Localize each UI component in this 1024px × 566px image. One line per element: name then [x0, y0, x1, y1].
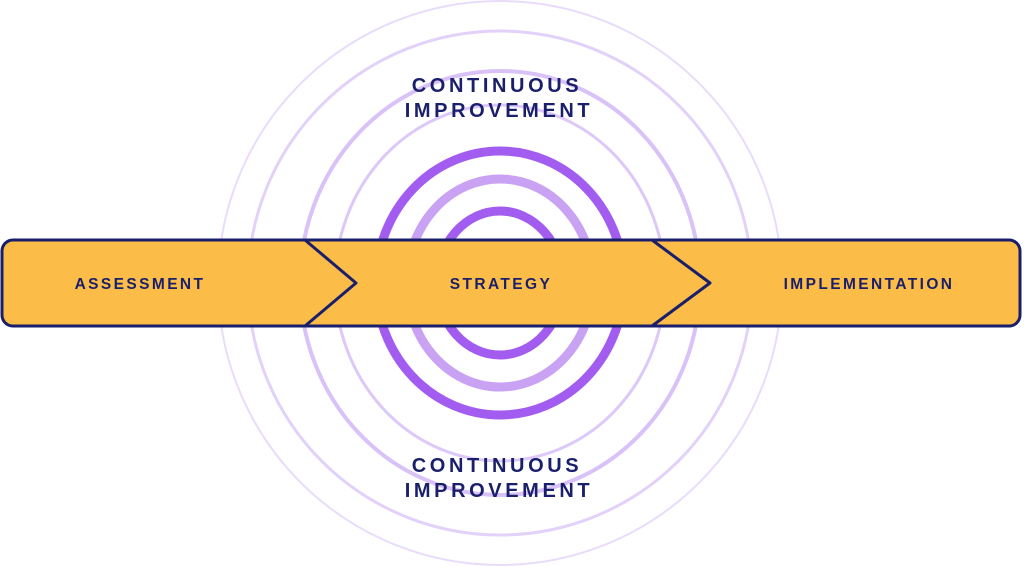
bottom-label-line2: IMPROVEMENT: [405, 480, 594, 502]
stage-label-strategy: STRATEGY: [450, 276, 552, 293]
chevron-divider-2: [651, 238, 712, 328]
stage-label-assessment: ASSESSMENT: [75, 276, 206, 293]
stage-label-implementation: IMPLEMENTATION: [784, 276, 955, 293]
process-band: ASSESSMENT STRATEGY IMPLEMENTATION: [0, 238, 1022, 328]
top-continuous-improvement-label: CONTINUOUS IMPROVEMENT: [405, 75, 594, 122]
top-label-line2: IMPROVEMENT: [405, 100, 594, 122]
top-label-line1: CONTINUOUS: [412, 75, 582, 97]
chevron-divider-1: [304, 238, 358, 328]
bottom-continuous-improvement-label: CONTINUOUS IMPROVEMENT: [405, 455, 594, 502]
bottom-label-line1: CONTINUOUS: [412, 455, 582, 477]
process-band-body: [0, 238, 1022, 328]
